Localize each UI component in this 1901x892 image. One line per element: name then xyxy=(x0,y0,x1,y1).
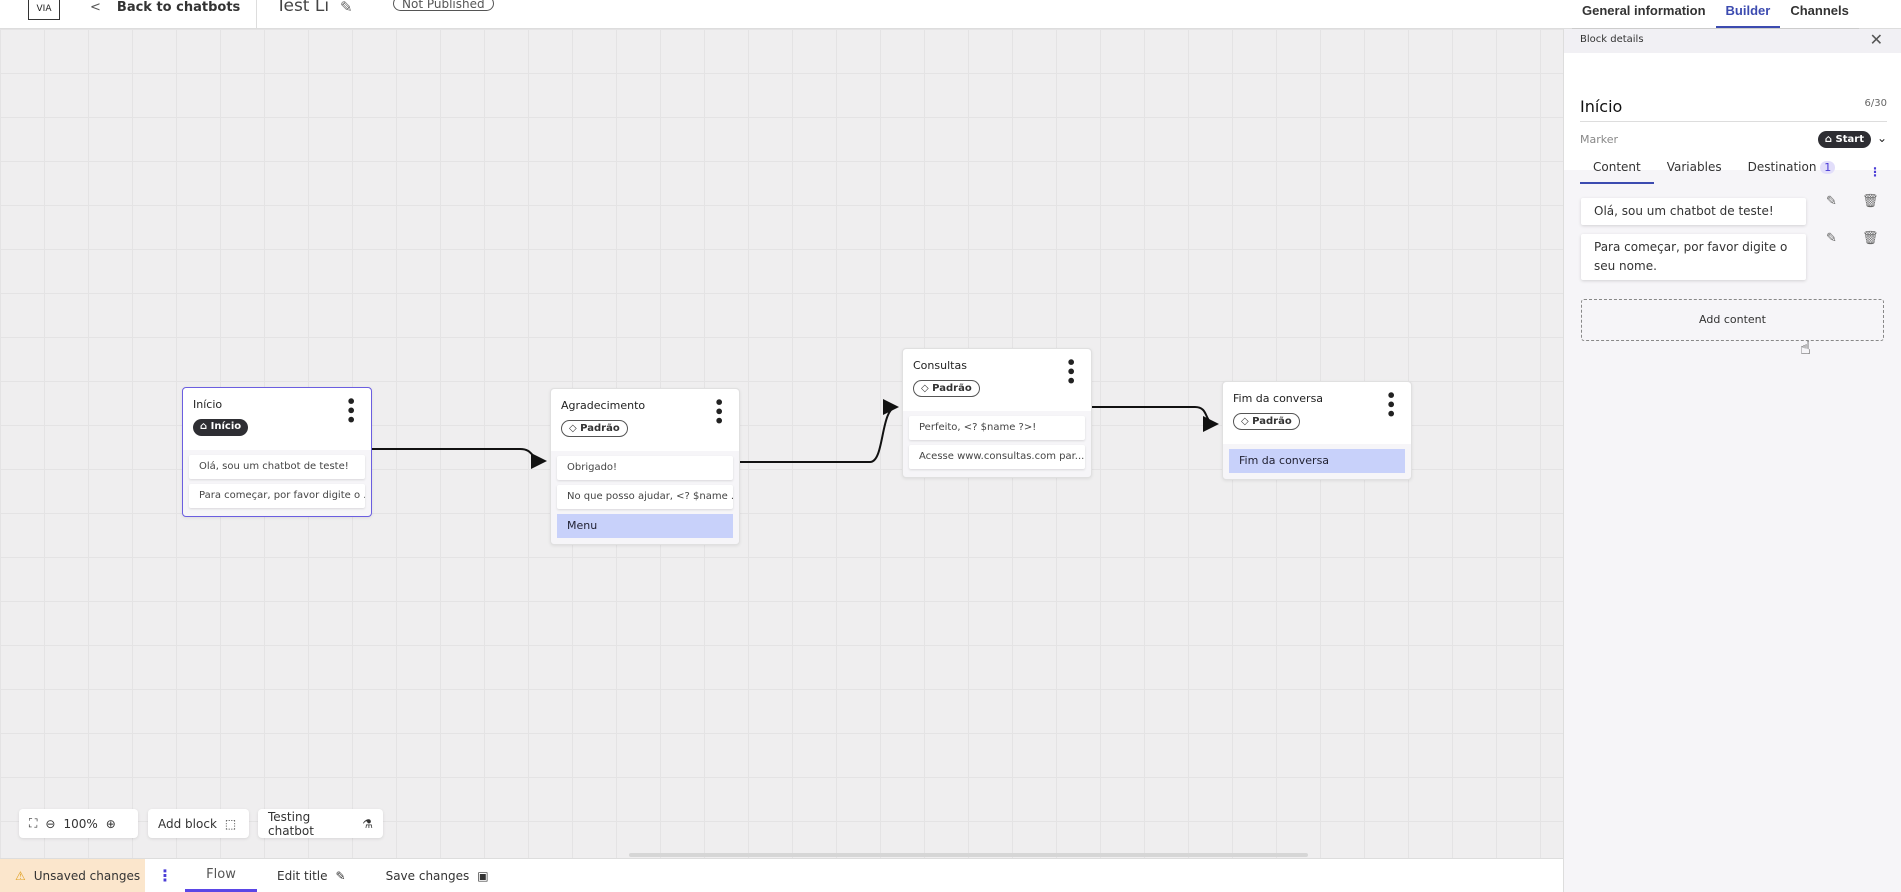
marker-badge: ◇ Padrão xyxy=(561,420,628,437)
marker-badge: ◇ Padrão xyxy=(1233,413,1300,430)
node-title: Consultas xyxy=(913,359,967,372)
block-details-panel: Block details ✕ Início 6/30 Marker ⌂ Star… xyxy=(1563,29,1901,892)
tag-icon: ◇ xyxy=(921,383,933,394)
top-bar: VIA < Back to chatbots Test Li ✎ Not Publ… xyxy=(0,0,1901,29)
divider xyxy=(256,0,257,29)
marker-value: Start xyxy=(1835,134,1864,145)
home-icon: ⌂ xyxy=(200,421,211,432)
kebab-menu-icon[interactable]: ••• xyxy=(1061,357,1080,385)
chatbot-title: Test Li xyxy=(276,0,330,16)
option-menu[interactable]: Menu xyxy=(557,514,733,538)
more-options-icon[interactable]: ⋮ xyxy=(1869,165,1881,179)
marker-label: Padrão xyxy=(580,423,620,434)
fit-screen-icon[interactable]: ⛶ xyxy=(29,816,38,830)
tab-builder[interactable]: Builder xyxy=(1715,0,1781,28)
trash-icon[interactable]: 🗑 xyxy=(1862,231,1879,246)
marker-label: Padrão xyxy=(932,383,972,394)
kebab-menu-icon[interactable]: ••• xyxy=(341,396,360,424)
char-count: 6/30 xyxy=(1864,98,1887,109)
horizontal-scrollbar[interactable] xyxy=(629,853,1308,857)
zoom-level: 100% xyxy=(63,816,98,831)
unsaved-label: Unsaved changes xyxy=(33,868,141,883)
chevron-left-icon: < xyxy=(90,0,101,15)
edit-icon[interactable]: ✎ xyxy=(1826,194,1837,209)
tab-general-information[interactable]: General information xyxy=(1582,3,1706,18)
home-icon: ⌂ xyxy=(1824,134,1836,145)
tab-channels[interactable]: Channels xyxy=(1790,3,1849,18)
chevron-down-icon[interactable]: ⌄ xyxy=(1876,131,1887,145)
node-fim-da-conversa[interactable]: Fim da conversa ••• ◇ Padrão Fim da conve… xyxy=(1222,381,1412,480)
save-changes-button[interactable]: Save changes ▣ xyxy=(386,869,489,883)
panel-title: Block details xyxy=(1580,34,1644,45)
content-message[interactable]: Olá, sou um chatbot de teste! xyxy=(1581,198,1806,225)
warning-icon: ⚠ xyxy=(15,868,26,883)
message-item[interactable]: Para começar, por favor digite o ... xyxy=(189,484,365,508)
node-title: Agradecimento xyxy=(561,399,646,412)
marker-label: Início xyxy=(210,421,242,432)
node-agradecimento[interactable]: Agradecimento ••• ◇ Padrão Obrigado! No q… xyxy=(550,388,740,545)
tab-content[interactable]: Content xyxy=(1580,160,1654,184)
edit-icon[interactable]: ✎ xyxy=(1826,231,1837,246)
edit-title-pencil-icon[interactable]: ✎ xyxy=(340,0,353,16)
destination-label: Destination xyxy=(1747,160,1817,174)
save-label: Save changes xyxy=(385,868,470,883)
edit-title-button[interactable]: Edit title ✎ xyxy=(277,869,346,883)
logo: VIA xyxy=(28,0,60,20)
block-name-input[interactable]: Início xyxy=(1580,97,1623,116)
node-title: Fim da conversa xyxy=(1233,392,1324,405)
zoom-in-icon[interactable]: ⊕ xyxy=(105,816,116,831)
message-item[interactable]: No que posso ajudar, <? $name ... xyxy=(557,485,733,509)
marker-select[interactable]: ⌂ Start xyxy=(1817,131,1871,148)
top-tabs: General information Builder Channels xyxy=(1572,0,1859,29)
testing-label: Testing chatbot xyxy=(268,809,314,838)
marker-label: Padrão xyxy=(1252,416,1292,427)
bottom-bar: ⚠ Unsaved changes ⋮ Flow Edit title ✎ Save… xyxy=(0,858,1563,892)
marker-label: Marker xyxy=(1580,133,1619,146)
kebab-menu-icon[interactable]: ••• xyxy=(709,397,728,425)
hand-cursor-icon: ☝ xyxy=(1800,338,1811,359)
back-to-chatbots-link[interactable]: < Back to chatbots xyxy=(90,0,240,15)
unsaved-changes-indicator: ⚠ Unsaved changes xyxy=(0,859,145,892)
status-badge: Not Published xyxy=(393,0,494,11)
tab-destination[interactable]: Destination 1 xyxy=(1735,160,1849,184)
message-item[interactable]: Acesse www.consultas.com par... xyxy=(909,445,1085,469)
message-item[interactable]: Obrigado! xyxy=(557,456,733,480)
pencil-icon: ✎ xyxy=(335,868,346,883)
marker-badge: ⌂ Início xyxy=(193,419,249,436)
close-icon[interactable]: ✕ xyxy=(1869,30,1883,49)
marker-badge: ◇ Padrão xyxy=(913,380,980,397)
node-consultas[interactable]: Consultas ••• ◇ Padrão Perfeito, <? $name… xyxy=(902,348,1092,478)
tag-icon: ◇ xyxy=(569,423,581,434)
tag-icon: ◇ xyxy=(1241,416,1253,427)
input-underline xyxy=(1580,121,1887,122)
zoom-controls: ⛶ ⊖ 100% ⊕ xyxy=(19,809,138,838)
add-content-button[interactable]: Add content xyxy=(1581,299,1884,341)
back-label: Back to chatbots xyxy=(116,0,241,15)
save-icon: ▣ xyxy=(477,868,489,883)
kebab-menu-icon[interactable]: ••• xyxy=(1381,390,1400,418)
tab-variables[interactable]: Variables xyxy=(1666,160,1722,174)
tab-flow[interactable]: Flow xyxy=(185,859,257,892)
message-item[interactable]: Olá, sou um chatbot de teste! xyxy=(189,455,365,479)
more-options-icon[interactable]: ⋮ xyxy=(157,866,173,885)
node-title: Início xyxy=(193,398,223,411)
option-fim-da-conversa[interactable]: Fim da conversa xyxy=(1229,449,1405,473)
edit-title-label: Edit title xyxy=(277,868,328,883)
destination-count: 1 xyxy=(1820,161,1836,174)
trash-icon[interactable]: 🗑 xyxy=(1862,194,1879,209)
message-item[interactable]: Perfeito, <? $name ?>! xyxy=(909,416,1085,440)
add-block-button[interactable]: Add block ⬚ xyxy=(148,809,249,838)
add-block-label: Add block xyxy=(158,816,217,831)
zoom-out-icon[interactable]: ⊖ xyxy=(45,816,56,831)
add-block-icon: ⬚ xyxy=(224,816,237,831)
flask-icon: ⚗ xyxy=(362,816,373,831)
node-inicio[interactable]: Início ••• ⌂ Início Olá, sou um chatbot d… xyxy=(182,387,372,517)
testing-chatbot-button[interactable]: Testing chatbot ⚗ xyxy=(258,809,383,838)
content-message[interactable]: Para começar, por favor digite o seu nom… xyxy=(1581,234,1806,280)
